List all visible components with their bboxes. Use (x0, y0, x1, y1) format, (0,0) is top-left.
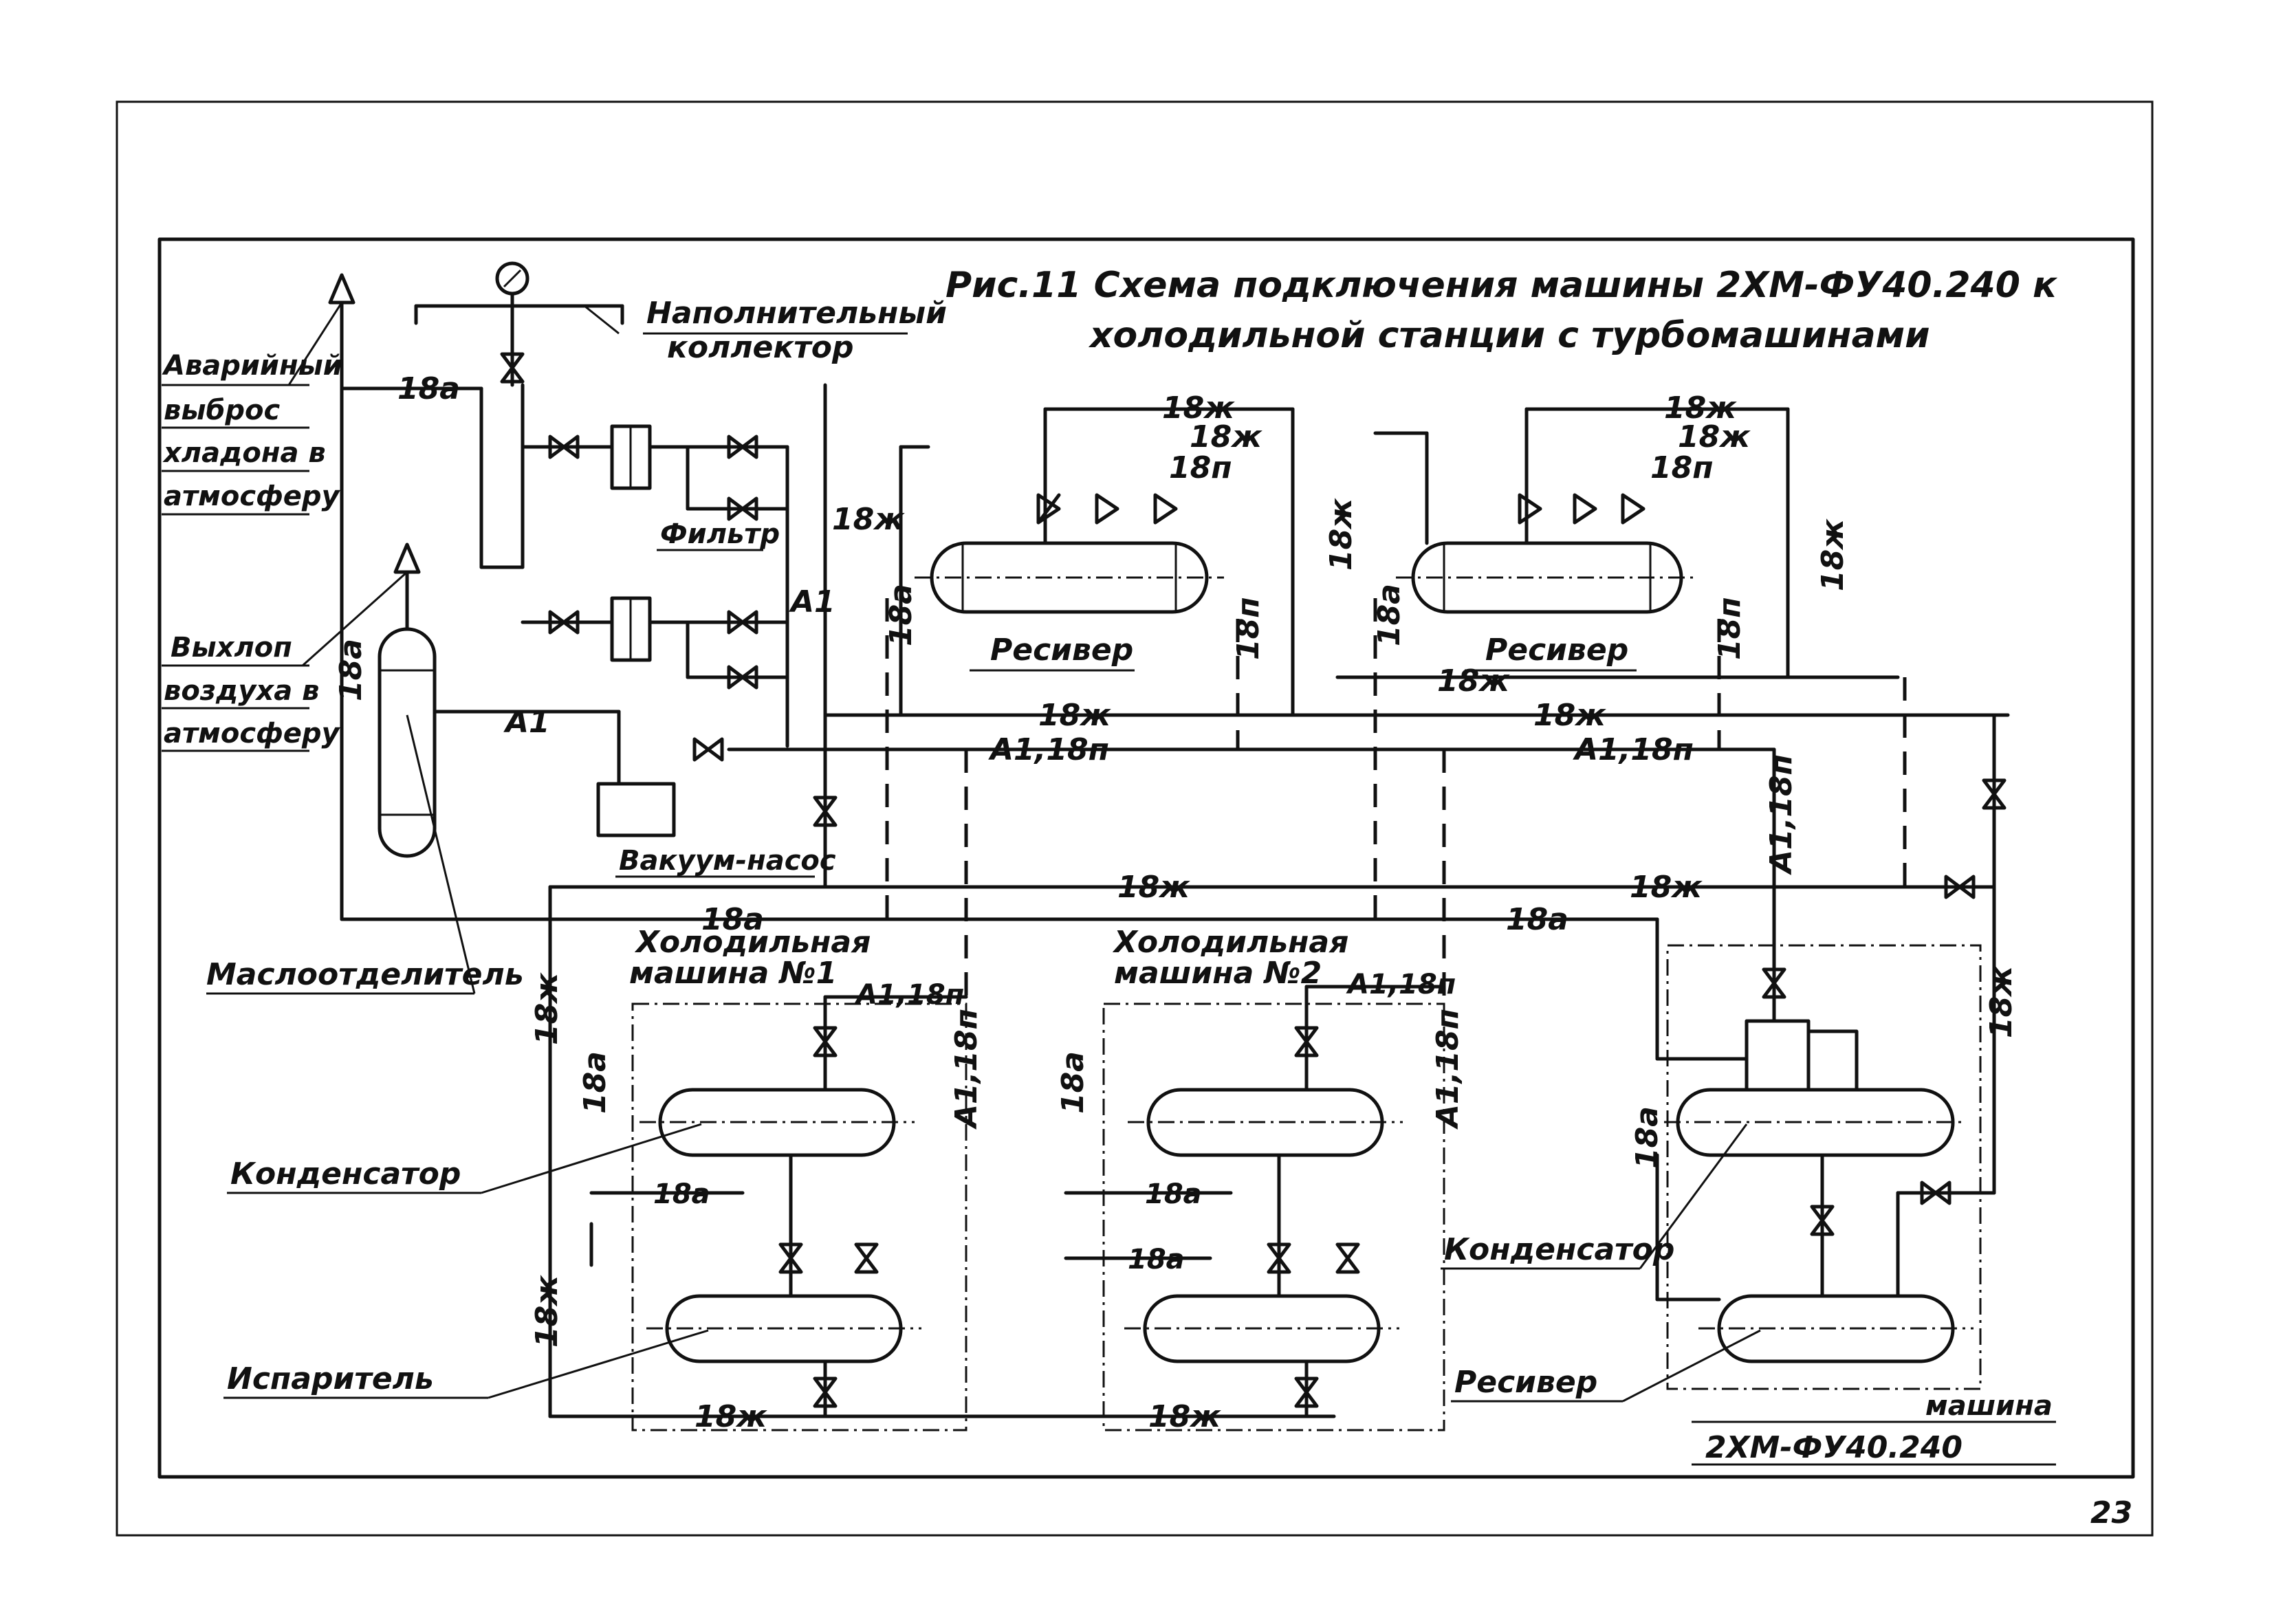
svg-text:А1,18п: А1,18п (1430, 1009, 1465, 1130)
svg-text:18ж: 18ж (1148, 1399, 1221, 1434)
machine-3-compressor (1745, 1019, 1811, 1092)
svg-text:18ж: 18ж (1630, 870, 1703, 905)
svg-text:А1,18п: А1,18п (854, 979, 964, 1011)
vacuum-pump (596, 782, 676, 837)
svg-text:18ж: 18ж (529, 1275, 565, 1348)
emergency-label-2: выброс (164, 395, 281, 426)
emergency-label-3: хладона в (162, 437, 326, 469)
svg-text:А1: А1 (789, 584, 835, 619)
machine-3-enclosure (1666, 944, 1982, 1390)
svg-text:А1,18п: А1,18п (1764, 754, 1799, 875)
vacuum-pump-label: Вакуум-насос (619, 845, 836, 877)
outer-frame (116, 100, 2154, 1537)
machine-3-receiver (1698, 1294, 1974, 1363)
machine-1-label-2: машина №1 (629, 956, 837, 991)
svg-text:18ж: 18ж (832, 502, 905, 537)
svg-text:А1,18п: А1,18п (988, 732, 1109, 767)
diagram-title-line1: Рис.11 Схема подключения машины 2ХМ-ФУ40… (945, 265, 2058, 306)
svg-text:18а: 18а (884, 584, 919, 646)
evaporator-label: Испаритель (227, 1361, 434, 1396)
exhaust-label-3: атмосферу (164, 718, 341, 749)
machine-2-condenser (1128, 1088, 1403, 1157)
svg-text:18п: 18п (1712, 597, 1747, 660)
condenser-label-2: Конденсатор (1444, 1232, 1674, 1267)
machine-3-label-1: машина (1925, 1390, 2053, 1422)
svg-text:18ж: 18ж (1117, 870, 1190, 905)
receiver-1-label: Ресивер (990, 633, 1133, 668)
filling-collector (414, 261, 624, 387)
svg-text:18ж: 18ж (1533, 698, 1606, 733)
svg-text:18а: 18а (653, 1178, 710, 1210)
receiver-2 (1396, 541, 1698, 614)
exhaust-label-2: воздуха в (164, 675, 319, 707)
svg-text:18ж: 18ж (1437, 663, 1510, 699)
svg-text:18ж: 18ж (1038, 698, 1111, 733)
svg-text:18а: 18а (334, 639, 369, 701)
machine-2-label-2: машина №2 (1114, 956, 1322, 991)
svg-text:18а: 18а (1056, 1051, 1091, 1114)
emergency-label-1: Аварийный (162, 350, 342, 382)
svg-text:18ж: 18ж (1664, 391, 1737, 426)
diagram-title-line2: холодильной станции с турбомашинами (1088, 315, 1930, 356)
svg-text:18а: 18а (1128, 1244, 1185, 1275)
machine-1-condenser (639, 1088, 915, 1157)
exhaust-label-1: Выхлоп (171, 632, 292, 663)
svg-text:А1: А1 (503, 705, 550, 740)
filter-lower (610, 596, 652, 662)
svg-text:18ж: 18ж (1984, 965, 2019, 1038)
filling-collector-label-1: Наполнительный (646, 296, 947, 331)
svg-text:18ж: 18ж (1162, 391, 1235, 426)
receiver-1 (915, 541, 1224, 614)
svg-text:18п: 18п (1650, 450, 1714, 485)
machine-1-label-1: Холодильная (634, 925, 871, 960)
machine-3-label-2: 2ХМ-ФУ40.240 (1705, 1430, 1963, 1465)
filter-label: Фильтр (660, 518, 780, 550)
valve-group-receiver-2 (1518, 493, 1646, 525)
inner-frame (157, 237, 2135, 1479)
machine-2-enclosure (1102, 1002, 1445, 1431)
machine-1-evaporator (646, 1294, 921, 1363)
page-number: 23 (2090, 1495, 2132, 1530)
filling-collector-label-2: коллектор (667, 330, 853, 365)
receiver-3-label: Ресивер (1454, 1365, 1597, 1400)
svg-text:18а: 18а (397, 371, 460, 406)
svg-text:18а: 18а (1630, 1106, 1665, 1169)
valve-group-receiver-1 (1036, 493, 1178, 525)
svg-text:18ж: 18ж (1324, 498, 1359, 571)
svg-text:18а: 18а (1145, 1178, 1202, 1210)
emergency-label-4: атмосферу (164, 481, 341, 512)
oil-separator (378, 627, 437, 858)
svg-text:18ж: 18ж (695, 1399, 767, 1434)
svg-text:18ж: 18ж (529, 972, 565, 1045)
svg-text:А1,18п: А1,18п (949, 1009, 984, 1130)
svg-text:18а: 18а (1506, 902, 1568, 937)
receiver-2-label: Ресивер (1485, 633, 1628, 668)
machine-1-enclosure (631, 1002, 967, 1431)
machine-3-condenser (1664, 1088, 1967, 1157)
machine-2-label-1: Холодильная (1112, 925, 1348, 960)
svg-text:18а: 18а (1372, 584, 1407, 646)
svg-text:А1,18п: А1,18п (1346, 969, 1456, 1000)
svg-text:18п: 18п (1231, 597, 1266, 660)
oil-separator-label: Маслоотделитель (206, 957, 524, 992)
svg-text:18ж: 18ж (1815, 518, 1850, 591)
svg-text:18а: 18а (578, 1051, 613, 1114)
svg-text:18п: 18п (1169, 450, 1232, 485)
air-exhaust-vent (393, 542, 421, 631)
machine-2-evaporator (1124, 1294, 1399, 1363)
svg-text:18ж: 18ж (1190, 419, 1262, 454)
filter-upper (610, 424, 652, 490)
condenser-label-1: Конденсатор (230, 1156, 461, 1192)
valve-symbols (500, 352, 2007, 1408)
svg-text:18а: 18а (701, 902, 764, 937)
svg-text:18ж: 18ж (1678, 419, 1751, 454)
